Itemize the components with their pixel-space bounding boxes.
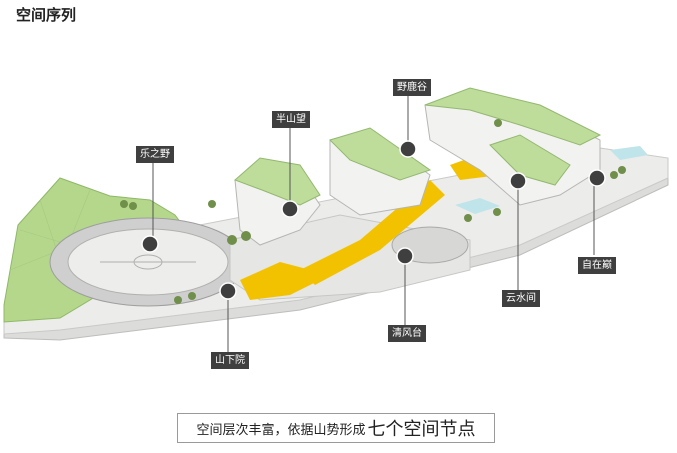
pin-yun — [509, 172, 527, 190]
caption-text: 空间层次丰富，依据山势形成 — [196, 422, 366, 438]
pool-1 — [455, 198, 500, 214]
node-label-le: 乐之野 — [136, 146, 174, 163]
pin-le — [141, 235, 159, 253]
roof-right-block — [489, 134, 571, 186]
page-title: 空间序列 — [16, 6, 77, 24]
node-label-zi: 自在巅 — [578, 257, 616, 274]
pin-qing — [396, 247, 414, 265]
pin-shan — [219, 282, 237, 300]
caption-emphasis: 七个空间节点 — [367, 419, 476, 440]
node-label-ban: 半山望 — [272, 111, 310, 128]
roof-left-block — [234, 157, 321, 206]
roof-upper-block — [424, 87, 602, 146]
trees — [120, 119, 626, 304]
node-label-qing: 清风台 — [388, 325, 426, 342]
roof-mid-block — [329, 127, 432, 181]
node-label-yun: 云水间 — [502, 290, 540, 307]
node-label-ye: 野鹿谷 — [393, 79, 431, 96]
pin-ye — [399, 140, 417, 158]
caption-box: 空间层次丰富，依据山势形成 七个空间节点 — [177, 413, 495, 443]
node-label-shan: 山下院 — [211, 352, 249, 369]
pin-ban — [281, 200, 299, 218]
pool-2 — [610, 146, 648, 160]
yellow-path-2 — [240, 262, 330, 300]
pin-zi — [588, 169, 606, 187]
